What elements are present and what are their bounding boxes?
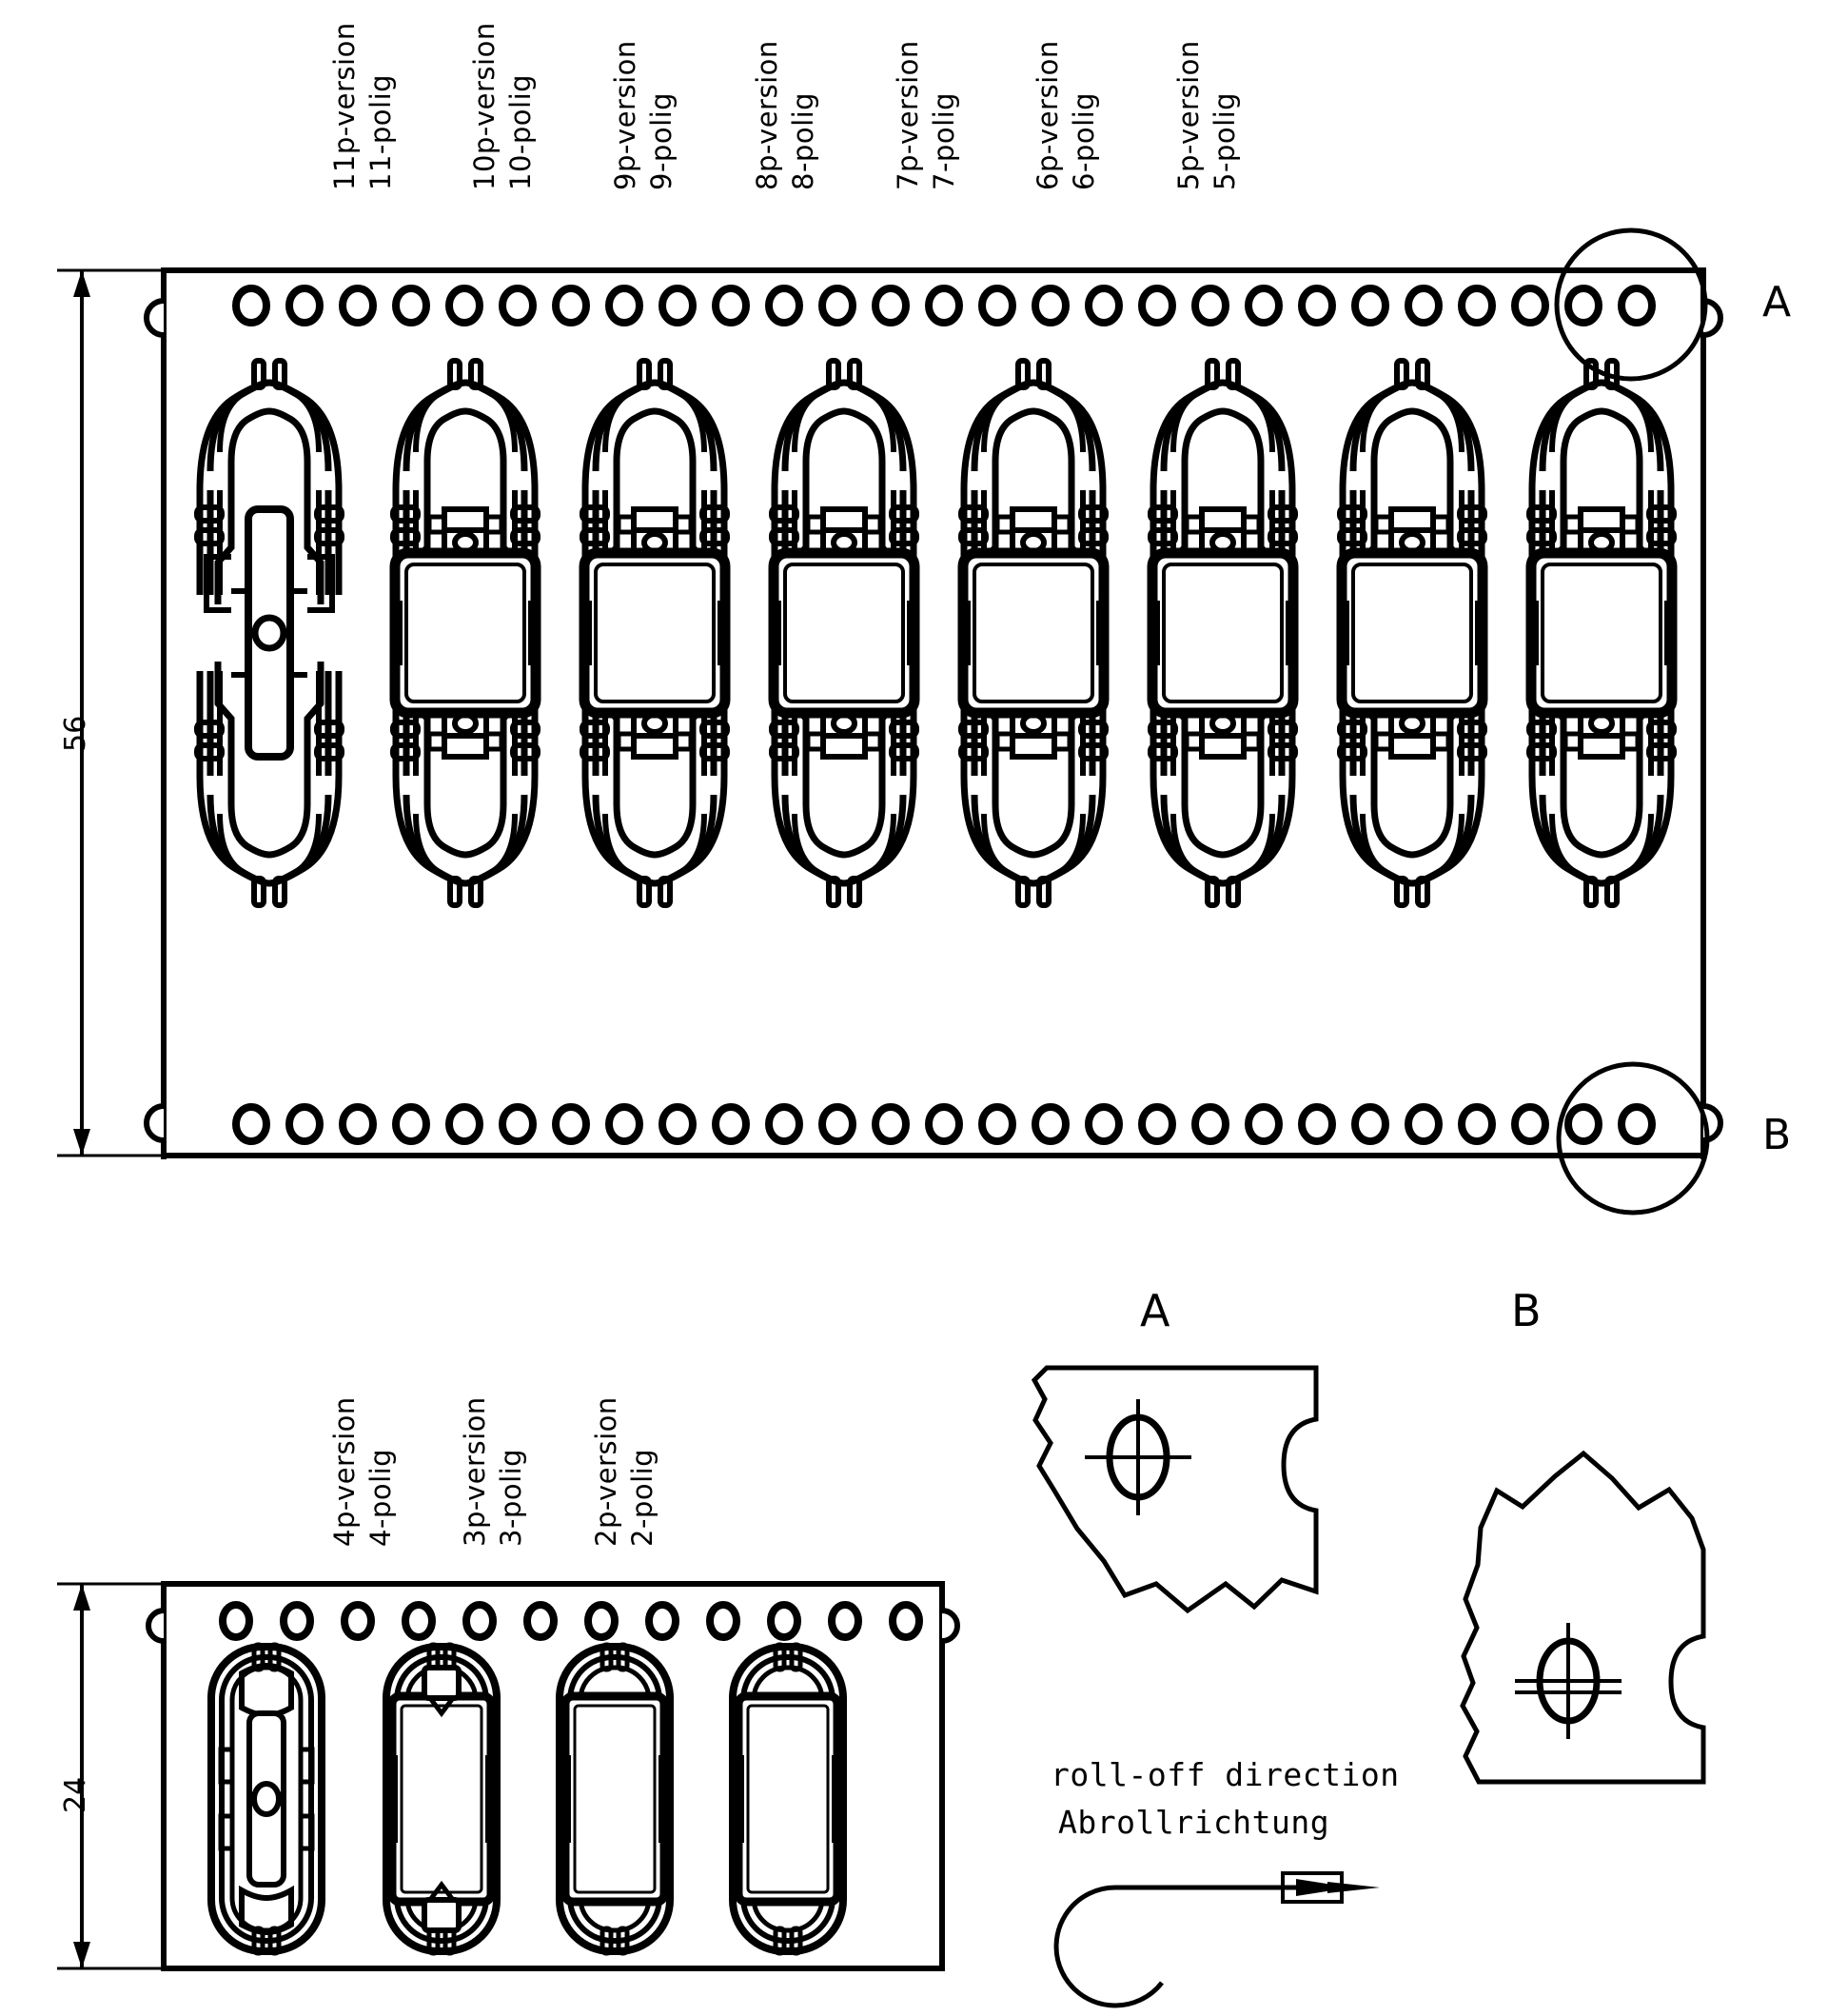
roll-off-arrow <box>1053 1871 1380 2008</box>
dimension-56 <box>57 268 171 1157</box>
pocket-label-2-polig: 2-polig <box>626 1448 658 1547</box>
dimension-label-24: 24 <box>59 1776 92 1813</box>
callout-letter-a: A <box>1762 278 1792 326</box>
sprocket-hole-row-lower <box>219 1601 923 1641</box>
sprocket-hole-row-bottom <box>232 1103 1656 1145</box>
detail-view-a-shape <box>1031 1365 1319 1614</box>
pocket-label-9-polig: 9-polig <box>645 91 678 190</box>
detail-callout-circle-b <box>1556 1061 1710 1216</box>
sprocket-hole-row-top <box>232 285 1656 326</box>
pocket-label-10p-version: 10p-version <box>468 22 501 190</box>
detail-view-title-b: B <box>1511 1285 1542 1336</box>
pocket-4p <box>386 1645 497 1953</box>
pocket-label-6p-version: 6p-version <box>1032 40 1064 190</box>
pocket-empty-housing <box>197 361 342 905</box>
callout-letter-b: B <box>1762 1111 1792 1159</box>
pocket-label-11p-version: 11p-version <box>328 22 361 190</box>
pocket-label-3-polig: 3-polig <box>495 1448 527 1547</box>
detail-callout-circle-a <box>1554 227 1708 382</box>
pocket-label-6-polig: 6-polig <box>1068 91 1100 190</box>
detail-view-b-shape <box>1460 1450 1706 1785</box>
roll-off-direction-en: roll-off direction <box>1051 1756 1400 1793</box>
pocket-label-7p-version: 7p-version <box>892 40 924 190</box>
dimension-label-56: 56 <box>59 715 92 752</box>
pocket-label-4-polig: 4-polig <box>364 1448 397 1547</box>
lower-carrier-strip <box>146 1581 960 1971</box>
pocket-label-11-polig: 11-polig <box>364 73 397 190</box>
pocket-lower-empty <box>211 1645 322 1953</box>
pocket-label-8-polig: 8-polig <box>787 91 819 190</box>
pocket-label-8p-version: 8p-version <box>751 40 783 190</box>
pocket-label-5-polig: 5-polig <box>1209 91 1241 190</box>
pocket-label-2p-version: 2p-version <box>590 1396 622 1547</box>
pocket-label-5p-version: 5p-version <box>1172 40 1205 190</box>
roll-off-direction-de: Abrollrichtung <box>1058 1804 1330 1841</box>
detail-view-title-a: A <box>1140 1285 1170 1336</box>
pocket-label-3p-version: 3p-version <box>459 1396 491 1547</box>
pocket-label-7-polig: 7-polig <box>928 91 960 190</box>
upper-carrier-strip <box>144 267 1723 1159</box>
pocket-label-9p-version: 9p-version <box>609 40 641 190</box>
dimension-24 <box>57 1582 171 1970</box>
pocket-label-4p-version: 4p-version <box>328 1396 361 1547</box>
pocket-label-10-polig: 10-polig <box>504 73 537 190</box>
